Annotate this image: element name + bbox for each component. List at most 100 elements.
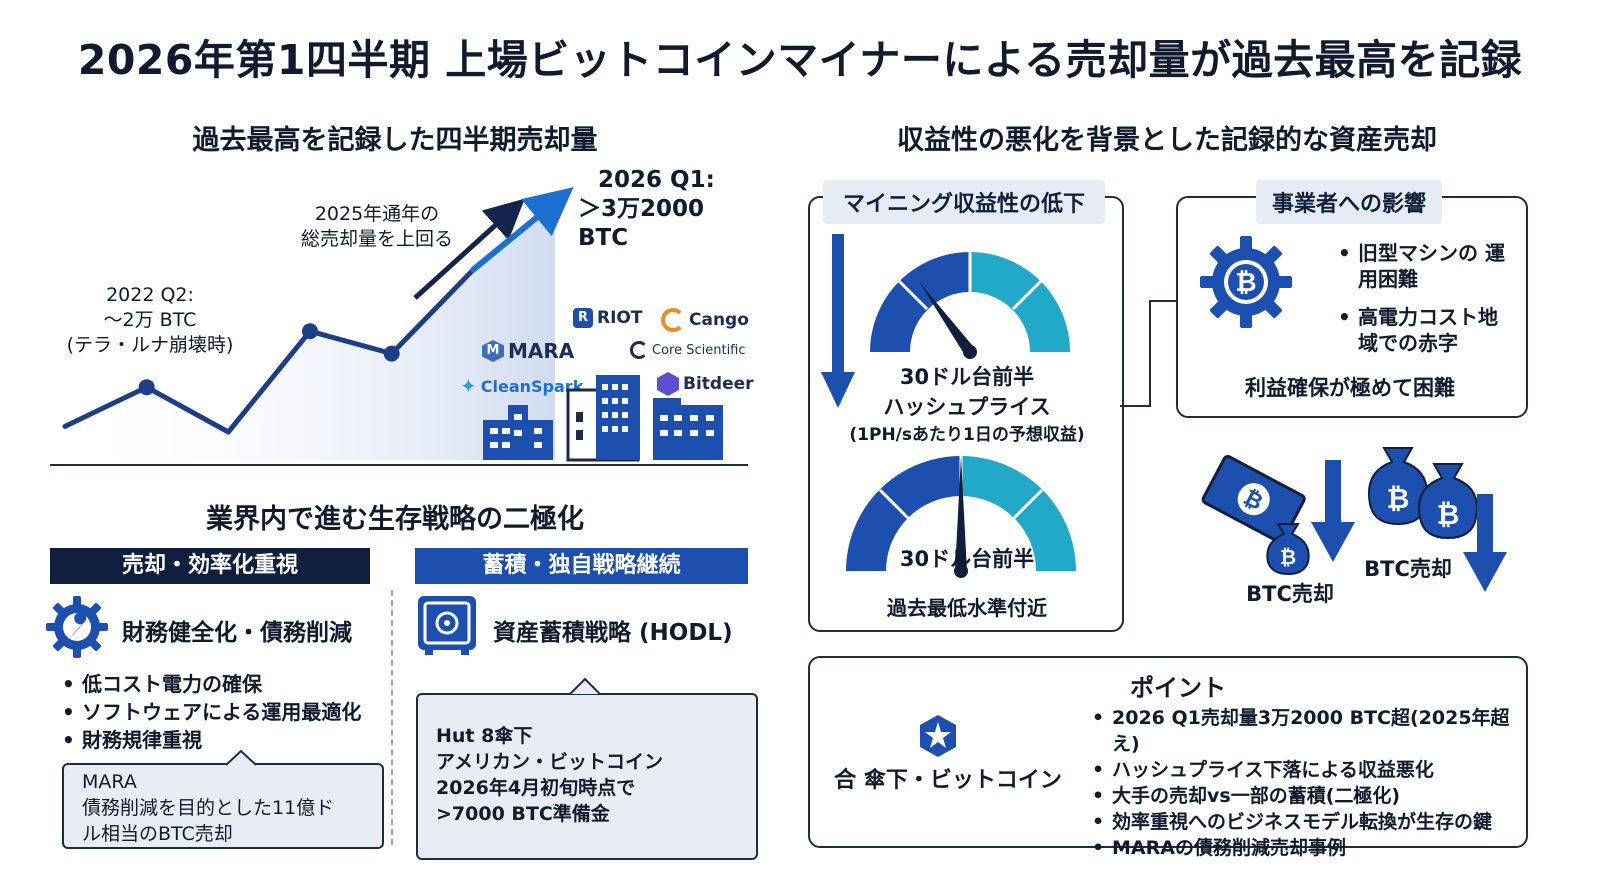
gauge-needle-hub: [954, 564, 968, 578]
annotation-2026-line: ＞3万2000 BTC: [578, 196, 705, 251]
gauge-needle-shape: [919, 282, 975, 356]
annotation-2022-line: 2022 Q2:: [106, 284, 194, 306]
logo-mara: M MARA: [482, 339, 574, 363]
chart-growth-arrow: [470, 187, 574, 273]
hut8-callout: Hut 8傘下 アメリカン・ビットコイン 2026年4月初旬時点で >7000 …: [416, 693, 758, 860]
bitcoin-note-icon: ₿ ₿: [1201, 455, 1310, 576]
points-list: 2026 Q1売却量3万2000 BTC超(2025年超え) ハッシュプライス下…: [1090, 705, 1520, 861]
gauge2-label: 過去最低水準付近: [887, 596, 1047, 620]
office-building-icon: [483, 405, 553, 460]
hashprice-label: 30ドル台前半 ハッシュプライス (1PH/sあたり1日の予想収益): [822, 362, 1112, 448]
btc-sell-label: BTC売却: [1246, 582, 1334, 606]
money-bags-icon: ₿ ₿: [1368, 447, 1478, 540]
list-item: ソフトウェアによる運用最適化: [60, 698, 390, 726]
annotation-2026-line: 2026 Q1:: [598, 167, 715, 193]
logo-label: CleanSpark: [480, 376, 584, 396]
logo-label: RIOT: [597, 308, 643, 328]
callout-line: 債務削減を目的とした11億ド: [82, 797, 335, 819]
impact-summary: 利益確保が極めて困難: [1245, 376, 1455, 400]
hashprice-note: (1PH/sあたり1日の予想収益): [849, 425, 1085, 445]
mining-profitability-tag: マイニング収益性の低下: [823, 180, 1105, 224]
hashprice-gauge: [870, 252, 1070, 359]
list-item: 低コスト電力の確保: [60, 670, 390, 698]
gauge-needle-shape: [955, 456, 967, 571]
list-item: 高電力コスト地 域での赤字: [1336, 304, 1516, 356]
buildings-illustration: [483, 375, 723, 462]
strategy-divider: [391, 590, 393, 845]
mara-callout: MARA 債務削減を目的とした11億ド ル相当のBTC売却: [62, 763, 384, 849]
hashprice-title: ハッシュプライス: [883, 395, 1051, 419]
callout-line: アメリカン・ビットコイン: [436, 751, 664, 773]
mara-icon: M: [482, 340, 504, 362]
callout-line: Hut 8傘下: [436, 725, 533, 747]
profitability-section-heading: 収益性の悪化を背景とした記録的な資産売却: [897, 125, 1437, 156]
main-title: 2026年第1四半期 上場ビットコインマイナーによる売却量が過去最高を記録: [77, 36, 1523, 84]
list-item: 財務規律重視: [60, 726, 390, 754]
gauge-needle: [919, 282, 977, 359]
bitcoin-symbol: ₿: [1437, 498, 1460, 531]
hold-strategy-header: 蓄積・独自戦略継続: [415, 548, 748, 584]
callout-line: >7000 BTC準備金: [436, 803, 610, 825]
list-item: 大手の売却vs一部の蓄積(二極化): [1090, 783, 1520, 809]
gauge-needle: [954, 456, 968, 578]
logo-cleanspark: ✦ CleanSpark: [460, 374, 583, 398]
logo-label: MARA: [508, 339, 575, 363]
star-badge-icon: [920, 715, 956, 757]
money-bag-icon: ₿: [1418, 463, 1478, 540]
logo-core-scientific: Core Scientific: [630, 341, 746, 359]
riot-icon: R: [573, 308, 593, 328]
money-bag-icon: ₿: [1368, 447, 1428, 526]
annotation-2025: 2025年通年の 総売却量を上回る: [282, 202, 472, 252]
chart-data-point: [383, 345, 400, 362]
chart-data-point: [138, 379, 155, 396]
chart-data-point: [302, 323, 318, 340]
logo-label: Cango: [689, 310, 749, 330]
comparison-arrow: [413, 198, 525, 300]
annotation-2022-line: (テラ・ルナ崩壊時): [66, 334, 234, 356]
core-scientific-icon: [630, 341, 648, 359]
logo-cango: Cango: [661, 308, 749, 332]
logo-riot: R RIOT: [573, 308, 642, 328]
decline-arrow-icon: [821, 234, 855, 408]
list-item: ハッシュプライス下落による収益悪化: [1090, 757, 1520, 783]
btc-sell-label: BTC売却: [1364, 557, 1452, 581]
safe-icon: [418, 596, 476, 655]
points-heading: ポイント: [1130, 674, 1226, 702]
hold-feature-label: 資産蓄積戦略 (HODL): [493, 620, 733, 646]
bitcoin-symbol: ₿: [1387, 482, 1410, 515]
factory-building-icon: [653, 398, 723, 460]
callout-line: 2026年4月初旬時点で: [436, 777, 636, 799]
callout-line: MARA: [82, 771, 137, 793]
money-bag-icon: ₿: [1266, 523, 1310, 576]
callout-pointer: [226, 750, 256, 766]
impact-bullet-list: 旧型マシンの 運用困難 高電力コスト地 域での赤字: [1336, 240, 1516, 356]
chart-section-heading: 過去最高を記録した四半期売却量: [192, 125, 598, 156]
gauge-needle-hub: [963, 345, 977, 359]
list-item: 効率重視へのビジネスモデル転換が生存の鍵: [1090, 809, 1520, 835]
annotation-2022-line: 〜2万 BTC: [103, 309, 197, 331]
bitdeer-icon: [657, 372, 679, 396]
bitcoin-symbol: ₿: [1280, 545, 1296, 569]
list-item: 2026 Q1売却量3万2000 BTC超(2025年超え): [1090, 705, 1520, 757]
sell-down-arrow-icon: [1311, 460, 1355, 562]
logo-label: Bitdeer: [683, 374, 754, 394]
points-side-label: 合 傘下・ビットコイン: [834, 768, 1062, 793]
tower-building-icon: [566, 375, 640, 462]
cango-icon: [661, 308, 685, 332]
hashprice-value: 30ドル台前半: [899, 365, 1035, 389]
annotation-2026: 2026 Q1: ＞3万2000 BTC: [578, 166, 758, 253]
sell-down-arrow-icon: [1463, 494, 1507, 592]
logo-bitdeer: Bitdeer: [657, 372, 754, 396]
callout-line: ル相当のBTC売却: [82, 823, 233, 845]
wrench-gear-icon: [46, 596, 108, 658]
cleanspark-icon: ✦: [460, 374, 477, 398]
logo-label: Core Scientific: [652, 342, 746, 358]
bitcoin-gear-icon: ₿: [1200, 236, 1292, 328]
sell-bullet-list: 低コスト電力の確保 ソフトウェアによる運用最適化 財務規律重視: [60, 670, 390, 754]
gauge2-value: 30ドル台前半: [899, 547, 1035, 571]
sell-feature-label: 財務健全化・債務削減: [122, 620, 352, 646]
list-item: MARAの債務削減売却事例: [1090, 835, 1520, 861]
list-item: 旧型マシンの 運用困難: [1336, 240, 1516, 292]
bitcoin-symbol: ₿: [1235, 268, 1256, 298]
chart-series-line: [62, 267, 476, 435]
